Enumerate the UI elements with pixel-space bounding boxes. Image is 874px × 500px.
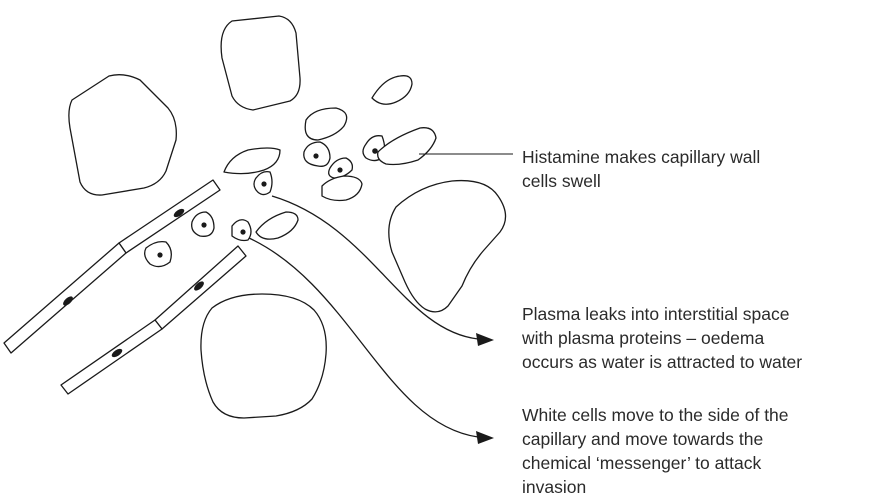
swollen-cell-2 <box>305 108 346 140</box>
nucleus <box>240 229 245 234</box>
plasma-leak-callout: Plasma leaks into interstitial space wit… <box>522 302 872 374</box>
tissue-cell-left <box>69 75 176 195</box>
histamine-callout: Histamine makes capillary wall cells swe… <box>522 145 822 193</box>
nucleus <box>157 252 162 257</box>
capillary-segment-upper-b <box>4 243 126 353</box>
plasma-callout-line: with plasma proteins – oedema <box>522 326 872 350</box>
plasma-callout-line: Plasma leaks into interstitial space <box>522 302 872 326</box>
plasma-callout-line: occurs as water is attracted to water <box>522 350 872 374</box>
tissue-cell-right <box>389 181 506 312</box>
nucleus <box>261 181 266 186</box>
nucleus <box>313 153 318 158</box>
white-cells-callout: White cells move to the side of the capi… <box>522 403 872 499</box>
swollen-cell-8 <box>378 128 436 165</box>
white-cell-arrowhead <box>476 431 494 444</box>
plasma-arrowhead <box>476 333 494 346</box>
capillary-segment-lower-b <box>61 320 162 394</box>
tissue-cell-bottom <box>201 294 326 418</box>
nucleus <box>337 167 342 172</box>
swollen-cell-6 <box>224 148 280 174</box>
histamine-callout-line: cells swell <box>522 169 822 193</box>
nucleus <box>201 222 206 227</box>
white-cells-callout-line: chemical ‘messenger’ to attack <box>522 451 872 475</box>
white-cells-callout-line: invasion <box>522 475 872 499</box>
swollen-cell-1 <box>372 76 412 105</box>
swollen-cell-9 <box>256 212 298 239</box>
histamine-callout-line: Histamine makes capillary wall <box>522 145 822 169</box>
white-cells-callout-line: White cells move to the side of the <box>522 403 872 427</box>
tissue-cell-top <box>221 16 300 110</box>
white-cells-callout-line: capillary and move towards the <box>522 427 872 451</box>
nucleus <box>372 148 378 154</box>
swollen-cell-7 <box>322 176 362 201</box>
